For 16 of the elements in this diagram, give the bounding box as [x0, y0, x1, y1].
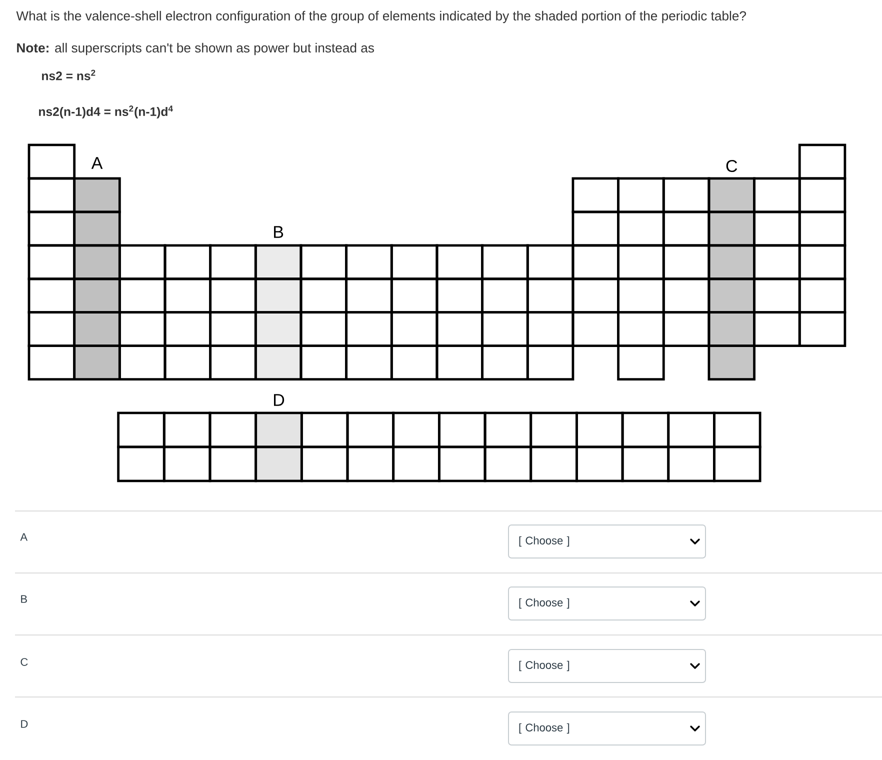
- formula-text: ns2 = ns$^{2}$: [42, 70, 96, 80]
- row-letter: D: [21, 720, 28, 728]
- dropdown: [ Choose ]: [508, 524, 706, 558]
- formula-text: ns2(n-1)d4 = ns$^{2}$(n-1)d$^{4}$: [39, 106, 173, 118]
- dropdown: [ Choose ]: [508, 586, 706, 620]
- dropdown: [ Choose ]: [508, 648, 706, 683]
- column-letter: D: [274, 394, 284, 406]
- question-text: What is the valence-shell electron configuration of the group of elements indicated by the shaded portion of the periodic table?: [16, 10, 746, 24]
- note-text: Note: all superscripts can't be shown as power but instead as: [17, 42, 374, 56]
- row-letter: B: [21, 595, 27, 603]
- row-letter: C: [20, 658, 28, 666]
- column-letter: B: [274, 226, 284, 238]
- row-letter: A: [20, 533, 28, 541]
- column-letter: A: [91, 157, 103, 169]
- column-letter: C: [726, 160, 738, 172]
- dropdown: [ Choose ]: [508, 711, 706, 746]
